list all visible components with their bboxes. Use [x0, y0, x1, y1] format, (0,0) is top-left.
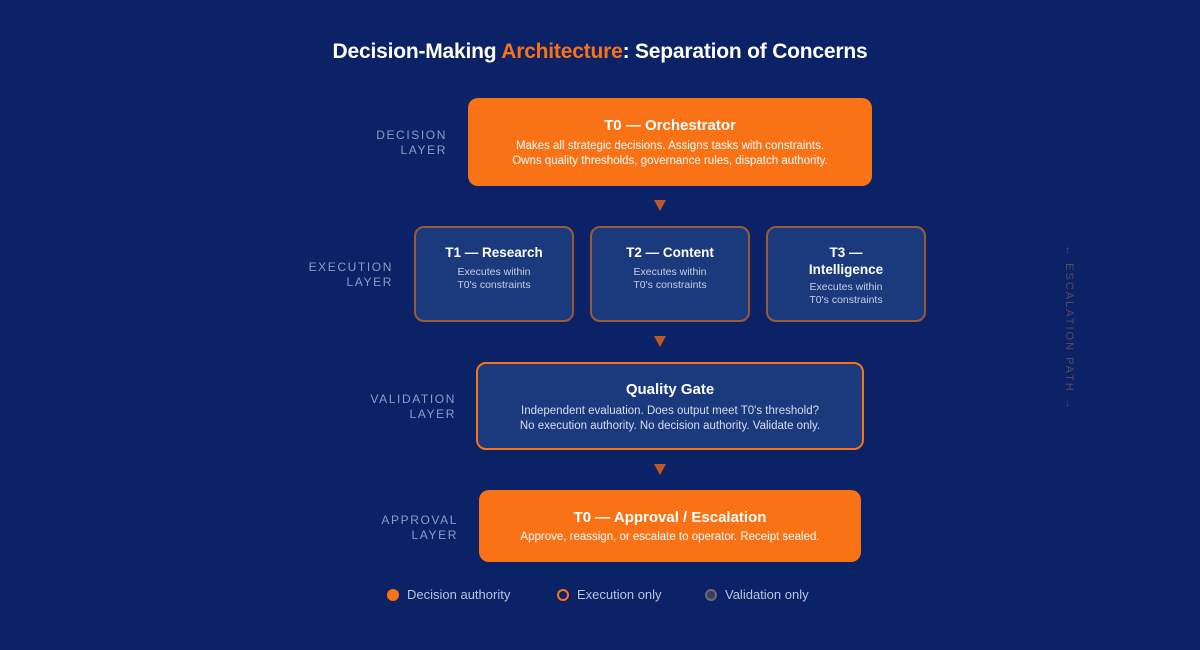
validation-dot-icon: [705, 588, 717, 601]
legend-execution-label: Execution only: [577, 587, 662, 602]
legend-decision: Decision authority: [387, 587, 510, 602]
title-accent: Architecture: [501, 40, 623, 63]
executor-t3-title-line-2: Intelligence: [808, 262, 884, 277]
quality-gate-title: Quality Gate: [625, 381, 715, 398]
quality-gate-line-1: Independent evaluation. Does output meet…: [521, 405, 819, 417]
executor-t3-title-line-1: T3 —: [829, 245, 863, 260]
layer-label-decision-line1: DECISION: [376, 128, 447, 142]
orchestrator-line-1: Makes all strategic decisions. Assigns t…: [515, 140, 825, 152]
layer-label-execution-line1: EXECUTION: [308, 260, 393, 274]
orchestrator-line-2: Owns quality thresholds, governance rule…: [512, 155, 828, 167]
layer-label-validation-line2: LAYER: [409, 407, 456, 421]
approval-title: T0 — Approval / Escalation: [573, 509, 767, 526]
quality-gate-line-2: No execution authority. No decision auth…: [519, 420, 821, 432]
executor-t1-box: T1 — Research Executes within T0's const…: [414, 226, 574, 322]
orchestrator-title: T0 — Orchestrator: [604, 117, 736, 134]
approval-line: Approve, reassign, or escalate to operat…: [520, 531, 820, 543]
layer-label-approval-line1: APPROVAL: [381, 513, 458, 527]
executor-t3-line-2: T0's constraints: [809, 294, 883, 306]
executor-t1-title: T1 — Research: [445, 245, 543, 260]
approval-box: T0 — Approval / Escalation Approve, reas…: [479, 490, 861, 562]
quality-gate-box: Quality Gate Independent evaluation. Doe…: [476, 362, 864, 450]
executor-t2-line-1: Executes within: [633, 266, 707, 278]
executor-t1-line-2: T0's constraints: [457, 279, 531, 291]
diagram-title: Decision-Making Architecture: Separation…: [0, 40, 1200, 64]
title-prefix: Decision-Making: [332, 40, 502, 63]
execution-dot-icon: [557, 588, 569, 601]
legend-execution: Execution only: [557, 587, 662, 602]
title-suffix: : Separation of Concerns: [622, 40, 868, 63]
down-arrow-icon: [654, 464, 666, 475]
escalation-path-label: ← ESCALATION PATH →: [1063, 245, 1075, 411]
executor-t2-title: T2 — Content: [626, 245, 714, 260]
layer-label-execution: EXECUTION LAYER: [309, 260, 393, 290]
down-arrow-icon: [654, 200, 666, 211]
executor-t3-line-1: Executes within: [809, 281, 883, 293]
layer-label-execution-line2: LAYER: [346, 275, 393, 289]
layer-label-approval-line2: LAYER: [411, 528, 458, 542]
layer-label-decision: DECISION LAYER: [376, 128, 447, 158]
executor-t3-box: T3 — Intelligence Executes within T0's c…: [766, 226, 926, 322]
executor-t2-line-2: T0's constraints: [633, 279, 707, 291]
legend-validation: Validation only: [705, 587, 809, 602]
executor-t2-box: T2 — Content Executes within T0's constr…: [590, 226, 750, 322]
down-arrow-icon: [654, 336, 666, 347]
layer-label-validation: VALIDATION LAYER: [370, 392, 456, 422]
legend-validation-label: Validation only: [725, 587, 809, 602]
legend-decision-label: Decision authority: [407, 587, 511, 602]
layer-label-approval: APPROVAL LAYER: [381, 513, 458, 543]
orchestrator-box: T0 — Orchestrator Makes all strategic de…: [468, 98, 872, 186]
layer-label-validation-line1: VALIDATION: [370, 392, 456, 406]
executor-t1-line-1: Executes within: [457, 266, 531, 278]
decision-dot-icon: [387, 588, 399, 601]
layer-label-decision-line2: LAYER: [400, 143, 447, 157]
